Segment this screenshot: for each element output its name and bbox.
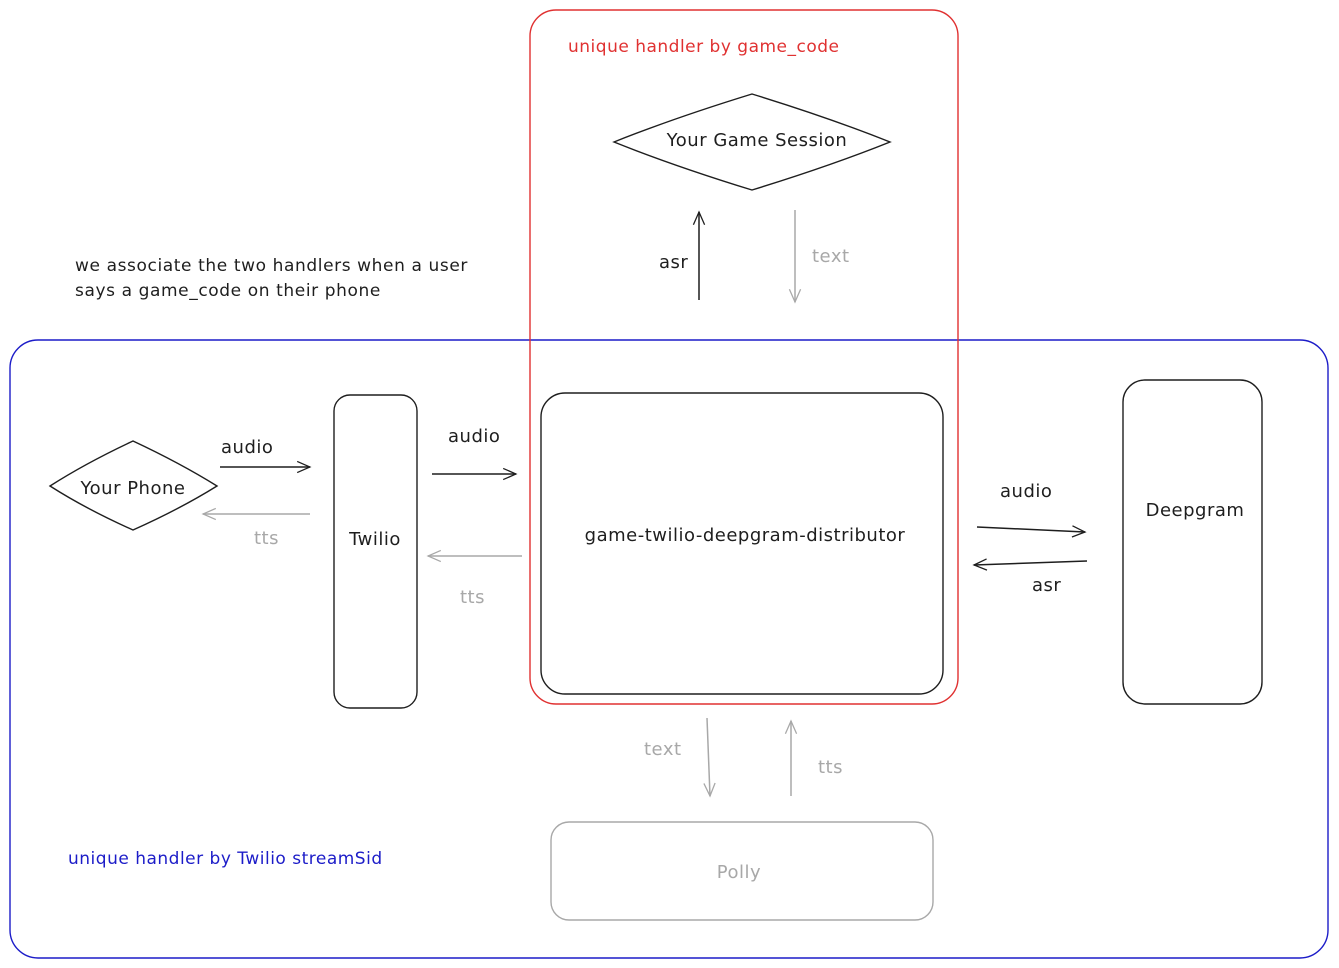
twilio-label: Twilio xyxy=(348,529,401,550)
polly-text-label: text xyxy=(644,739,682,760)
polly-label: Polly xyxy=(717,862,761,883)
polly-text-arrow xyxy=(703,717,716,798)
text-from-session-label: text xyxy=(812,246,850,267)
game-session-node xyxy=(612,93,892,191)
association-note-line-2: says a game_code on their phone xyxy=(75,281,381,301)
twilio-tts-label: tts xyxy=(460,587,485,608)
polly-node xyxy=(550,821,934,921)
deepgram-audio-arrow xyxy=(976,525,1087,538)
game-code-handler-region xyxy=(529,9,959,705)
game-session-label: Your Game Session xyxy=(666,130,848,151)
game-code-handler-label: unique handler by game_code xyxy=(568,37,840,57)
phone-tts-label: tts xyxy=(254,528,279,549)
deepgram-label: Deepgram xyxy=(1146,500,1245,521)
twilio-audio-label: audio xyxy=(448,426,500,447)
deepgram-audio-label: audio xyxy=(1000,481,1052,502)
asr-to-session-label: asr xyxy=(659,252,688,273)
distributor-node xyxy=(540,392,944,695)
phone-label: Your Phone xyxy=(80,478,186,499)
twilio-node xyxy=(333,394,418,709)
deepgram-asr-label: asr xyxy=(1032,575,1061,596)
deepgram-node xyxy=(1122,379,1263,705)
distributor-label: game-twilio-deepgram-distributor xyxy=(585,525,906,546)
stream-sid-handler-region xyxy=(9,339,1329,959)
phone-node xyxy=(48,440,219,531)
phone-audio-label: audio xyxy=(221,437,273,458)
association-note-line-1: we associate the two handlers when a use… xyxy=(75,256,468,276)
deepgram-asr-arrow xyxy=(972,558,1088,571)
polly-tts-label: tts xyxy=(818,757,843,778)
stream-sid-handler-label: unique handler by Twilio streamSid xyxy=(68,849,383,869)
